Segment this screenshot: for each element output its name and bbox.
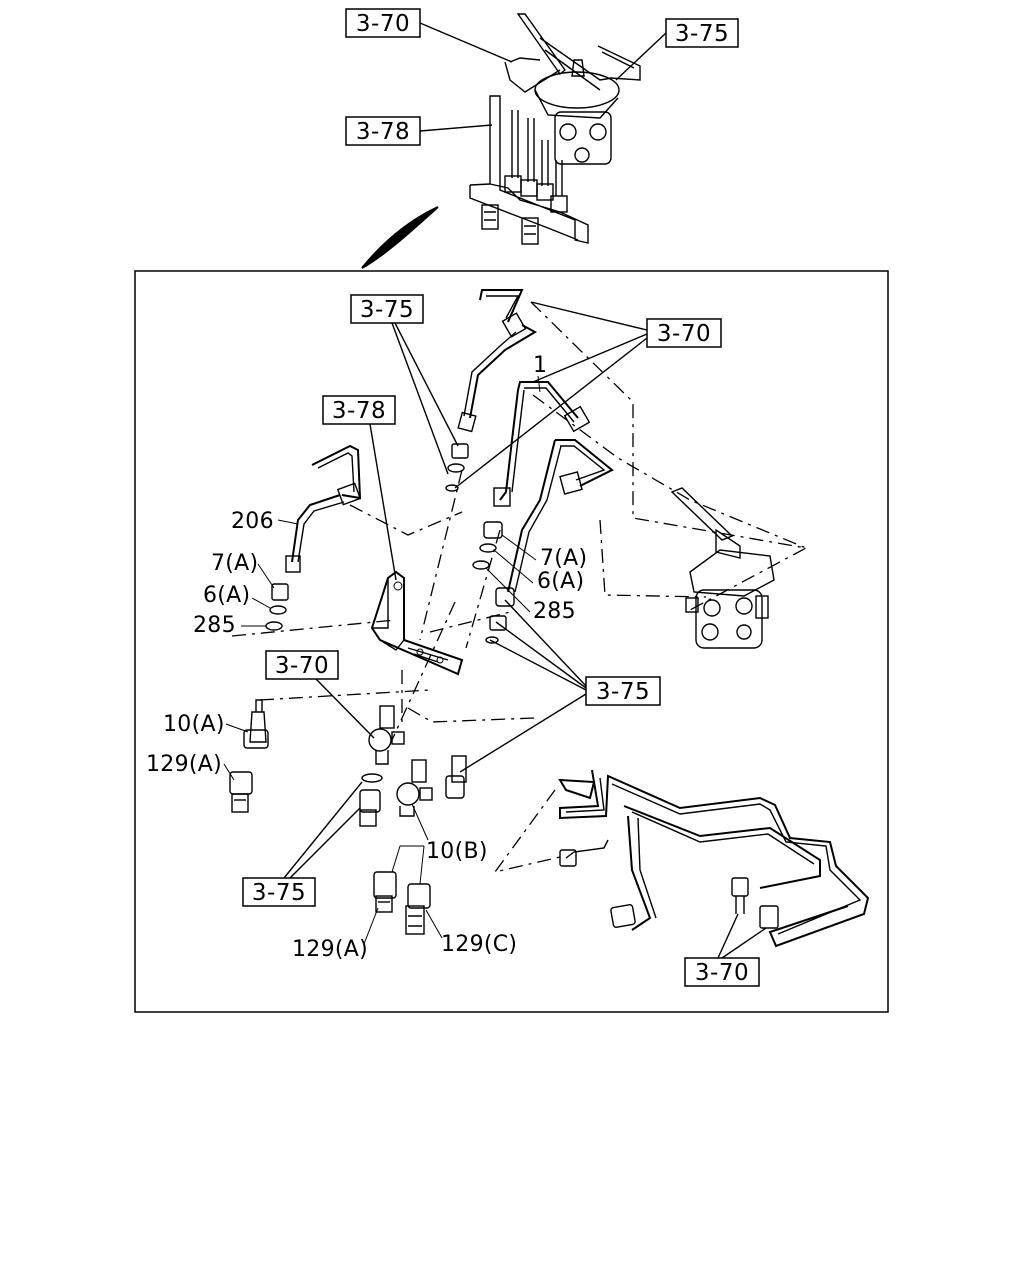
fitting-right-stub bbox=[445, 755, 467, 799]
detail-frame bbox=[134, 270, 889, 1013]
callout-label: 3-78 bbox=[332, 398, 386, 424]
callout-top-3-78: 3-78 bbox=[345, 116, 493, 146]
callout-label: 3-75 bbox=[360, 297, 414, 323]
upper-pipe bbox=[457, 289, 538, 433]
part-label-10b: 10(B) bbox=[426, 839, 488, 864]
fitting-tee-upper bbox=[368, 705, 405, 765]
bracket bbox=[370, 570, 464, 676]
part-labels: 1 206 7(A) 6(A) 285 7(A) 6(A) 285 10(A) … bbox=[146, 353, 587, 962]
part-label-1: 1 bbox=[533, 353, 547, 378]
callout-detail-3-75-bottom: 3-75 bbox=[242, 781, 363, 907]
callout-label: 3-75 bbox=[675, 21, 729, 47]
fitting-129c bbox=[405, 883, 431, 935]
part-label-6a-left: 6(A) bbox=[203, 583, 250, 608]
callout-label: 3-70 bbox=[275, 653, 329, 679]
callout-top-3-75: 3-75 bbox=[615, 18, 739, 81]
part-label-129c: 129(C) bbox=[441, 932, 517, 957]
fitting-3-75-lower bbox=[359, 773, 383, 827]
pipe-2 bbox=[507, 439, 614, 593]
callout-detail-3-70-bottom: 3-70 bbox=[684, 913, 767, 987]
part-label-7a-right: 7(A) bbox=[540, 546, 587, 571]
callout-detail-3-78: 3-78 bbox=[322, 395, 397, 581]
valve-assembly bbox=[670, 487, 775, 649]
callout-detail-3-75-right: 3-75 bbox=[459, 599, 661, 773]
callout-detail-3-70-left: 3-70 bbox=[265, 650, 375, 739]
part-label-129a-left: 129(A) bbox=[146, 752, 222, 777]
callout-label: 3-75 bbox=[596, 679, 650, 705]
callout-detail-3-70-top: 3-70 bbox=[454, 301, 722, 489]
callout-label: 3-78 bbox=[356, 119, 410, 145]
callout-label: 3-70 bbox=[356, 11, 410, 37]
part-label-285-right: 285 bbox=[533, 599, 576, 624]
callout-top-3-70: 3-70 bbox=[345, 8, 513, 63]
part-label-285-left: 285 bbox=[193, 613, 236, 638]
part-label-7a-left: 7(A) bbox=[211, 551, 258, 576]
lower-pipes bbox=[558, 769, 870, 948]
part-label-10a: 10(A) bbox=[163, 712, 225, 737]
fitting-tee-lower bbox=[396, 759, 433, 817]
callout-label: 3-70 bbox=[657, 321, 711, 347]
part-label-129a-bottom: 129(A) bbox=[292, 937, 368, 962]
fitting-129a-left bbox=[229, 771, 253, 813]
overview-assembly bbox=[361, 13, 641, 269]
callout-label: 3-70 bbox=[695, 960, 749, 986]
fittings-center bbox=[265, 443, 515, 644]
fitting-10a bbox=[243, 699, 269, 749]
callout-detail-3-75-top: 3-75 bbox=[350, 294, 459, 475]
part-label-206: 206 bbox=[231, 509, 274, 534]
pipe-206 bbox=[285, 444, 362, 573]
callout-label: 3-75 bbox=[252, 880, 306, 906]
part-label-6a-right: 6(A) bbox=[537, 569, 584, 594]
fitting-129a-bottom bbox=[373, 871, 397, 913]
